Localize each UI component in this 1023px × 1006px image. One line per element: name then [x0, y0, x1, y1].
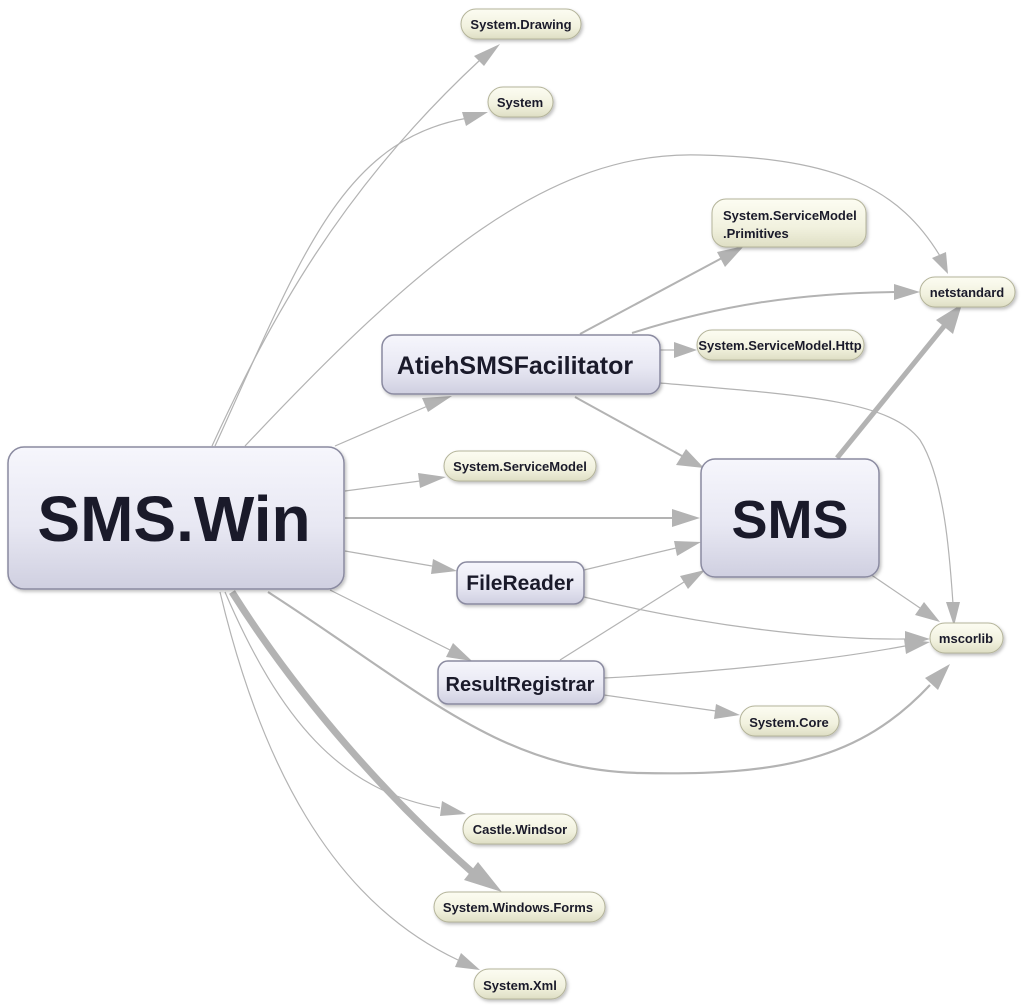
node-filereader[interactable]: FileReader [456, 561, 585, 605]
node-system-servicemodel-primitives[interactable]: System.ServiceModel .Primitives [711, 198, 867, 248]
node-label-line1: System.ServiceModel [723, 208, 857, 223]
node-system-core[interactable]: System.Core [739, 705, 840, 737]
node-label: System.ServiceModel.Http [698, 338, 861, 353]
node-system[interactable]: System [487, 86, 554, 118]
node-label: System.ServiceModel [453, 459, 587, 474]
arrowhead [422, 396, 452, 412]
edge-smswin-castlewindsor [224, 591, 441, 809]
node-netstandard[interactable]: netstandard [919, 276, 1016, 308]
arrowhead [474, 44, 500, 66]
arrowhead [946, 602, 960, 626]
node-system-windows-forms[interactable]: System.Windows.Forms [433, 891, 606, 923]
node-system-servicemodel[interactable]: System.ServiceModel [443, 450, 597, 482]
node-label: System.Drawing [470, 17, 571, 32]
node-label: System.Xml [483, 978, 557, 993]
node-label: ResultRegistrar [446, 674, 595, 696]
edge-sms-mscorlib [869, 573, 921, 609]
edge-sms-netstandard [835, 323, 947, 460]
arrowhead [894, 284, 920, 300]
arrowhead [676, 449, 704, 468]
arrowhead [455, 953, 480, 970]
node-label: mscorlib [939, 631, 993, 646]
arrowhead [674, 541, 701, 556]
edge-smswin-windowsforms [229, 590, 475, 875]
edge-atieh-netstandard [631, 291, 896, 334]
arrowhead [464, 862, 502, 892]
edge-smswin-systemdrawing [211, 59, 481, 447]
edge-smswin-system [214, 117, 469, 447]
arrowhead [714, 704, 740, 719]
node-label: SMS [731, 490, 848, 550]
node-label-line2: .Primitives [723, 226, 789, 241]
edge-smswin-mscorlib [267, 591, 931, 775]
node-label: AtiehSMSFacilitator [397, 352, 633, 380]
edge-atieh-mscorlib [659, 382, 954, 605]
node-label: netstandard [930, 285, 1004, 300]
arrowhead [932, 252, 948, 274]
arrowhead [431, 559, 457, 574]
node-label: System.Core [749, 715, 828, 730]
edge-smswin-atieh [334, 404, 431, 447]
arrowhead [925, 664, 950, 690]
node-system-servicemodel-http[interactable]: System.ServiceModel.Http [696, 329, 865, 361]
node-castle-windsor[interactable]: Castle.Windsor [462, 813, 578, 845]
node-sms-win[interactable]: SMS.Win [7, 446, 345, 590]
node-system-xml[interactable]: System.Xml [473, 968, 567, 1000]
arrowhead [462, 112, 488, 126]
node-label: System [497, 95, 543, 110]
node-label: FileReader [466, 572, 573, 595]
edge-resultregistrar-systemcore [603, 694, 717, 712]
node-system-drawing[interactable]: System.Drawing [460, 8, 582, 40]
node-label: System.Windows.Forms [443, 900, 593, 915]
arrowhead [446, 643, 472, 661]
arrowhead [936, 304, 962, 334]
arrowhead [904, 639, 930, 654]
arrowhead [915, 602, 940, 622]
edge-smswin-filereader [344, 550, 433, 567]
arrowhead [674, 342, 697, 358]
edge-smswin-netstandard [244, 154, 941, 447]
edge-resultregistrar-sms [559, 581, 685, 661]
arrowhead [717, 246, 744, 267]
arrowhead [680, 570, 705, 589]
node-label: Castle.Windsor [473, 822, 568, 837]
edge-filereader-sms [583, 547, 677, 571]
arrowhead [440, 801, 466, 816]
node-label: SMS.Win [37, 483, 310, 555]
edge-atieh-primitives [579, 257, 723, 335]
edge-atieh-sms [574, 396, 683, 457]
edge-smswin-servicemodel [344, 480, 421, 492]
node-mscorlib[interactable]: mscorlib [929, 622, 1004, 654]
edge-resultregistrar-mscorlib [603, 645, 906, 679]
arrowhead [672, 509, 700, 527]
edge-smswin-resultregistrar [329, 589, 451, 651]
edge-filereader-mscorlib [583, 596, 906, 640]
node-sms[interactable]: SMS [700, 458, 880, 578]
node-atieh-sms-facilitator[interactable]: AtiehSMSFacilitator [381, 334, 661, 395]
edge-smswin-systemxml [219, 591, 459, 961]
node-resultregistrar[interactable]: ResultRegistrar [437, 660, 605, 705]
arrowhead [418, 473, 446, 488]
